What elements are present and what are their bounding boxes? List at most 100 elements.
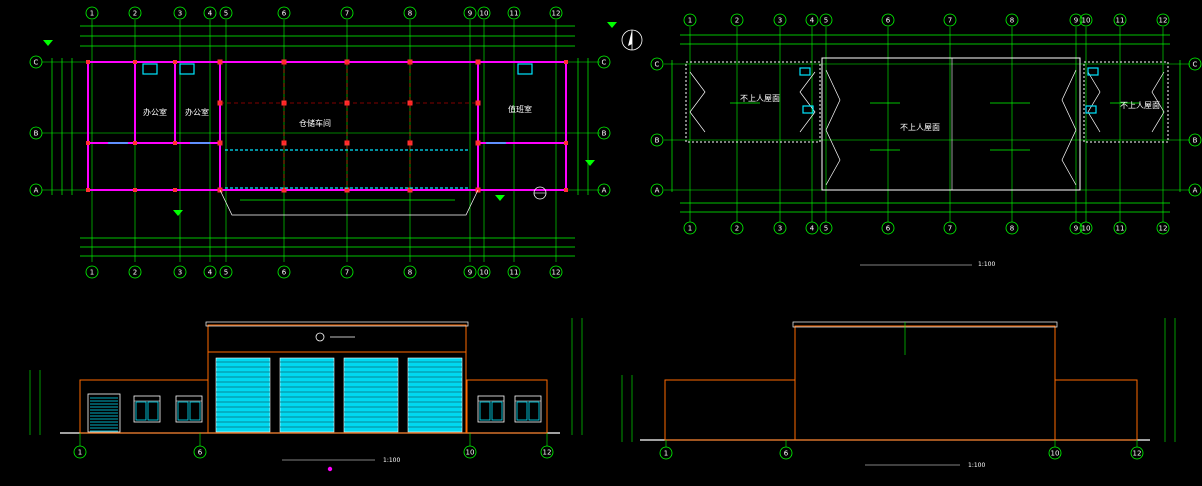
roof-grid-bubble-bottom-3: 3	[773, 221, 787, 235]
plan-grid-bubble-top-6-label: 6	[282, 10, 287, 18]
plan-centerlines	[220, 62, 478, 190]
plan-grid-bubble-left-C-circle	[29, 55, 43, 69]
roof-grid-bubble-top-2-circle	[730, 13, 744, 27]
plan-grid-bubble-top-10: 10	[477, 6, 491, 20]
roof-label-right: 不上人屋面	[1120, 101, 1160, 110]
roof-label-left: 不上人屋面	[740, 94, 780, 103]
rear-axis-bubble-10-label: 10	[1051, 450, 1060, 458]
plan-level-markers	[43, 22, 617, 216]
roof-grid-bubble-bottom-1-label: 1	[688, 225, 692, 233]
plan-grid-bubble-bottom-4-circle	[203, 265, 217, 279]
plan-grid-bubble-top-11-circle	[507, 6, 521, 20]
front-axis-bubble-1: 1	[73, 445, 87, 459]
roof-grid-bubble-left-A-circle	[650, 183, 664, 197]
front-windows	[133, 395, 542, 423]
plan-grid-bubble-right-C: C	[597, 55, 611, 69]
plan-column	[173, 60, 177, 64]
plan-grid-bubble-top-9: 9	[463, 6, 477, 20]
roof-grid-bubbles-right: CBA	[1188, 57, 1202, 197]
roof-grid-bubble-bottom-3-circle	[773, 221, 787, 235]
rolling-door-panel	[343, 357, 399, 433]
room-label-storage-hall: 仓储车间	[299, 118, 331, 128]
plan-grid-bubble-right-A-circle	[597, 183, 611, 197]
north-arrow-icon	[621, 29, 643, 51]
roof-grid-bubble-top-5-label: 5	[824, 17, 828, 25]
front-window-2	[175, 395, 203, 423]
rear-axis-bubble-10: 10	[1048, 446, 1062, 460]
roof-grid-bubble-bottom-7-circle	[943, 221, 957, 235]
roof-grid-bubble-top-8: 8	[1005, 13, 1019, 27]
roof-grid-bubble-bottom-12-label: 12	[1159, 225, 1168, 233]
roof-grid-bubble-top-5-circle	[819, 13, 833, 27]
front-main-hall	[207, 324, 467, 434]
roof-grid-bubble-top-11: 11	[1113, 13, 1127, 27]
rear-axis-bubble-10-circle	[1048, 446, 1062, 460]
plan-grid-bubble-left-B-circle	[29, 126, 43, 140]
plan-grid-bubble-top-4-label: 4	[208, 10, 213, 18]
roof-grid-bubble-right-A-circle	[1188, 183, 1202, 197]
plan-grid-bubble-bottom-12-label: 12	[552, 269, 561, 277]
plan-grid-bubble-bottom-11: 11	[507, 265, 521, 279]
roof-grid-bubble-bottom-4-label: 4	[810, 225, 815, 233]
roof-grid-bubble-bottom-5: 5	[819, 221, 833, 235]
roof-grid-bubble-bottom-2-label: 2	[735, 225, 739, 233]
plan-grid-bubble-bottom-9: 9	[463, 265, 477, 279]
front-window-1	[133, 395, 161, 423]
roof-grid-bubble-top-9-label: 9	[1074, 17, 1078, 25]
plan-grid-bubble-bottom-12: 12	[549, 265, 563, 279]
roof-grid-bubble-left-B: B	[650, 133, 664, 147]
plan-grid-bubble-bottom-7-label: 7	[345, 269, 349, 277]
plan-column	[133, 141, 137, 145]
roof-grid-bubble-left-B-circle	[650, 133, 664, 147]
roof-grid-bubble-right-B: B	[1188, 133, 1202, 147]
roof-grid-bubble-top-8-circle	[1005, 13, 1019, 27]
roof-grid-bubble-bottom-6-circle	[881, 221, 895, 235]
plan-grid-bubble-bottom-3-circle	[173, 265, 187, 279]
front-garage-door	[87, 393, 121, 433]
roof-scale: 1:100	[978, 261, 995, 268]
plan-grid-bubble-top-10-label: 10	[480, 10, 489, 18]
rear-axis-bubble-12-circle	[1130, 446, 1144, 460]
roof-grid-bubble-left-A: A	[650, 183, 664, 197]
front-axis-bubble-12: 12	[540, 445, 554, 459]
plan-grid-bubble-bottom-1-circle	[85, 265, 99, 279]
plan-grid-bubble-bottom-5-label: 5	[224, 269, 228, 277]
window-pane	[516, 401, 528, 421]
plan-grid-bubble-bottom-10: 10	[477, 265, 491, 279]
room-label-duty-room: 值班室	[508, 104, 532, 114]
level-marker-icon	[585, 160, 595, 166]
plan-grid-bubble-top-7: 7	[340, 6, 354, 20]
rear-axis-bubble-12: 12	[1130, 446, 1144, 460]
roof-grid-bubble-top-8-label: 8	[1010, 17, 1014, 25]
plan-grid-bubble-top-8-label: 8	[408, 10, 412, 18]
plan-grid-bubble-top-6-circle	[277, 6, 291, 20]
rolling-door-1	[215, 357, 271, 433]
roof-grid-bubble-top-7: 7	[943, 13, 957, 27]
front-height-dims	[29, 318, 583, 435]
level-marker-icon	[607, 22, 617, 28]
plan-grid-bubble-left-C: C	[29, 55, 43, 69]
plan-grid-bubble-top-1-label: 1	[90, 10, 94, 18]
roof-grid-bubble-bottom-10: 10	[1079, 221, 1093, 235]
section-marker-icon	[533, 186, 547, 200]
roof-grid-bubble-top-9: 9	[1069, 13, 1083, 27]
plan-column	[173, 141, 177, 145]
roof-grid-bubble-top-10-circle	[1079, 13, 1093, 27]
plan-column	[564, 141, 568, 145]
rear-parapet	[792, 321, 1058, 328]
plan-grid-bubble-left-A-circle	[29, 183, 43, 197]
plan-grid-bubble-bottom-7-circle	[340, 265, 354, 279]
plan-column	[564, 188, 568, 192]
plan-grid-bubble-bottom-11-circle	[507, 265, 521, 279]
rolling-door-panel	[279, 357, 335, 433]
roof-label-center: 不上人屋面	[900, 123, 940, 132]
roof-grid-bubble-bottom-10-label: 10	[1082, 225, 1091, 233]
plan-grid-bubble-left-B: B	[29, 126, 43, 140]
roof-grid-bubble-right-C-label: C	[1193, 61, 1198, 69]
plan-grid-bubble-top-9-circle	[463, 6, 477, 20]
window-pane	[189, 401, 201, 421]
rear-axis-bubble-1-label: 1	[664, 450, 668, 458]
roof-grid-bubble-top-4: 4	[805, 13, 819, 27]
